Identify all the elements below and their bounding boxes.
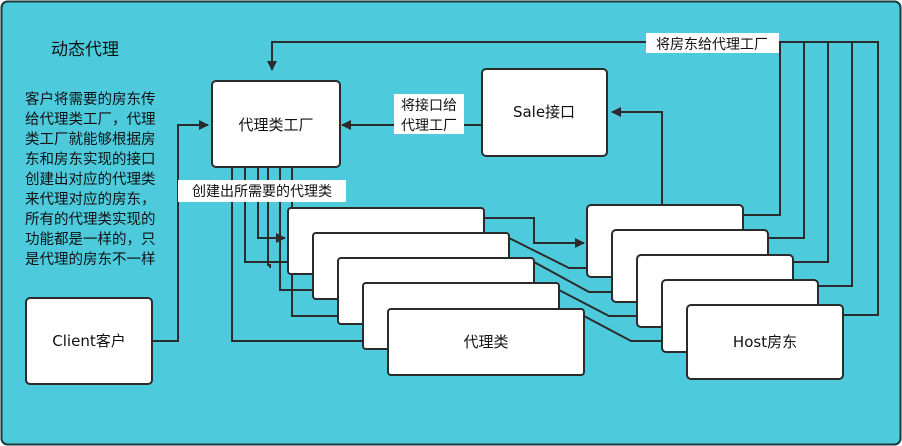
factory-label: 代理类工厂: [238, 116, 313, 134]
edge-host-2: [767, 42, 805, 239]
host-label: Host房东: [733, 333, 797, 351]
host-stack: [586, 204, 844, 380]
factory-creates-label: 创建出所需要的代理类: [192, 184, 332, 200]
description-line: 给代理类工厂，代理: [25, 111, 156, 128]
edge-client-to-factory: [152, 120, 209, 342]
client-node: [25, 297, 153, 385]
edge-host-3: [792, 42, 829, 263]
edge-host-to-interface: [611, 107, 663, 205]
edge-proxy-to-host-1: [484, 217, 585, 248]
host-to-factory-label: 将房东给代理工厂: [656, 37, 768, 53]
description-line: 功能都是一样的，只: [25, 231, 156, 248]
factory-node: [211, 80, 341, 168]
client-label: Client客户: [52, 332, 125, 350]
diagram-title: 动态代理: [51, 40, 119, 60]
edge-host-4: [817, 42, 853, 287]
host-node-5: [686, 304, 844, 380]
edge-factory-to-proxy-4: [267, 168, 271, 268]
factory-creates-label-bg: [178, 180, 346, 202]
description-text: 客户将需要的房东传 给代理类工厂，代理 类工厂就能够根据房 东和房东实现的接口 …: [25, 91, 156, 268]
description-line: 是代理的房东不一样: [25, 251, 156, 268]
description-line: 创建出对应的代理类: [25, 170, 156, 188]
interface-node: [481, 68, 608, 157]
description-line: 类工厂就能够根据房: [25, 131, 156, 148]
proxy-label: 代理类: [463, 333, 508, 351]
proxy-node-5: [387, 308, 585, 376]
proxy-stack: [287, 207, 585, 376]
interface-to-factory-label-2: 代理工厂: [401, 118, 457, 134]
description-line: 东和房东实现的接口: [25, 151, 156, 168]
interface-to-factory-label-1: 将接口给: [401, 97, 457, 114]
host-to-factory-label-bg: [646, 33, 779, 53]
interface-label: Sale接口: [513, 103, 575, 121]
edge-factory-to-proxy-1: [231, 168, 386, 346]
edge-host-5: [780, 41, 879, 316]
description-line: 客户将需要的房东传: [25, 91, 156, 108]
description-line: 所有的代理类实现的: [25, 211, 156, 228]
description-line: 来代理对应的房东，: [25, 190, 156, 208]
interface-to-factory-label-bg: [394, 94, 464, 134]
